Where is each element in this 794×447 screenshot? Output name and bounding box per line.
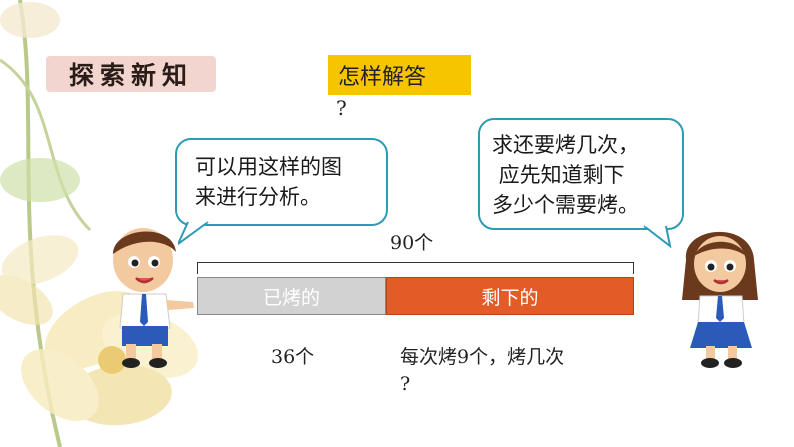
left-bubble-line-2: 来进行分析。: [195, 185, 321, 209]
right-bubble-line-1: 求还要烤几次，: [492, 133, 639, 157]
left-speech-bubble: 可以用这样的图 来进行分析。: [175, 138, 388, 226]
girl-character: [682, 231, 758, 368]
question-tag: 怎样解答: [328, 55, 471, 95]
boy-character: [113, 228, 194, 368]
total-label: 90个: [390, 232, 434, 254]
left-bubble-tail: [178, 220, 209, 246]
per-batch-label: 每次烤9个，烤几次: [400, 346, 565, 368]
baked-segment: 已烤的: [197, 277, 386, 315]
flower-decoration: [0, 0, 199, 447]
remaining-segment: 剩下的: [386, 277, 634, 315]
right-bubble-line-3: 多少个需要烤。: [492, 193, 639, 217]
right-bubble-line-2: 应先知道剩下: [492, 163, 625, 187]
per-batch-question-mark: ?: [400, 373, 411, 395]
right-speech-bubble: 求还要烤几次， 应先知道剩下 多少个需要烤。: [478, 118, 684, 230]
total-bracket: [197, 262, 634, 274]
section-tag: 探索新知: [46, 56, 216, 92]
baked-count-label: 36个: [271, 346, 315, 368]
right-bubble-tail: [643, 224, 672, 248]
left-bubble-line-1: 可以用这样的图: [195, 155, 342, 179]
question-mark: ?: [336, 96, 347, 120]
